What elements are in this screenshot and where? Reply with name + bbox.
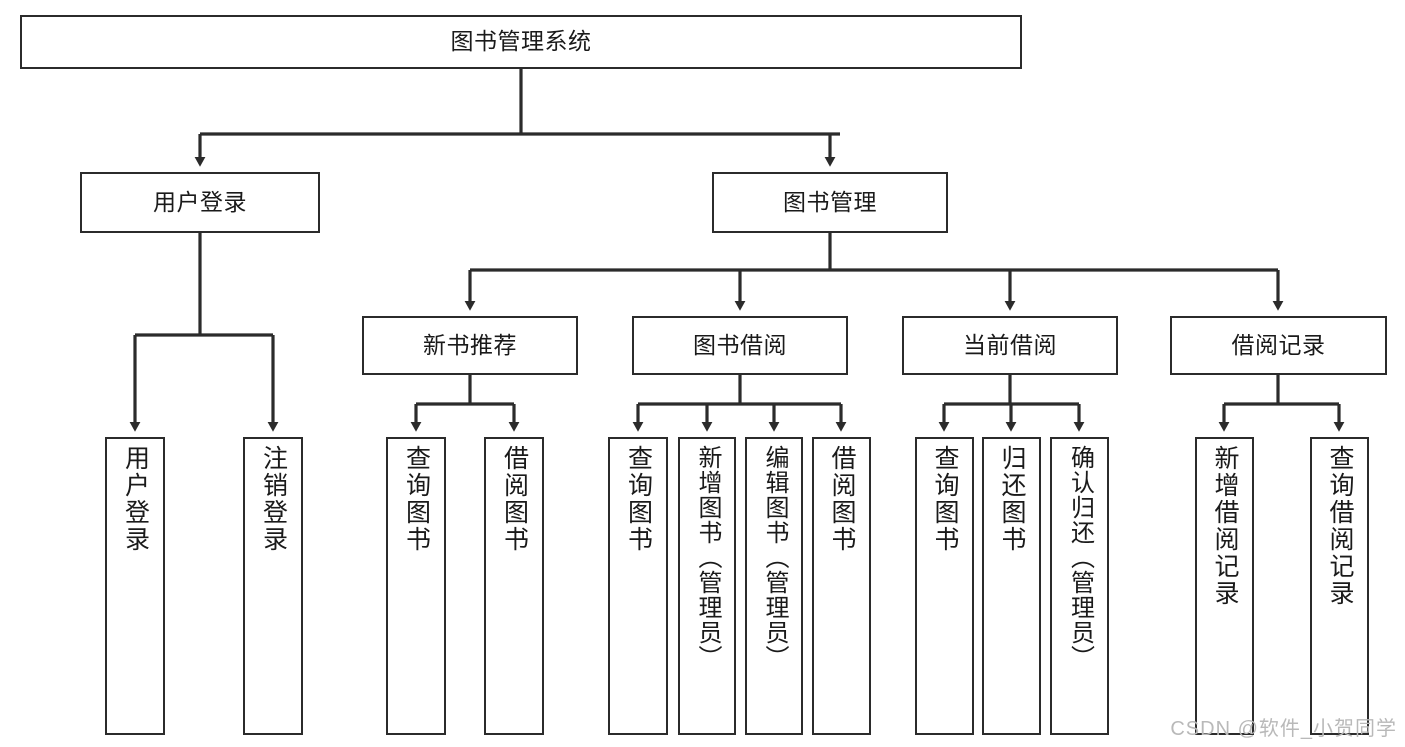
node-leaf-add-book[interactable]: 新增图书（管理员）: [678, 437, 736, 735]
node-leaf-user-login[interactable]: 用户登录: [105, 437, 165, 735]
node-root-label: 图书管理系统: [450, 28, 592, 55]
node-user-login[interactable]: 用户登录: [80, 172, 320, 233]
node-leaf-logout[interactable]: 注销登录: [243, 437, 303, 735]
node-borrow-record-label: 借阅记录: [1231, 331, 1326, 358]
node-borrow-record[interactable]: 借阅记录: [1170, 316, 1387, 375]
node-leaf-query-book-3-label: 查询图书: [931, 445, 959, 553]
node-leaf-query-book-2-label: 查询图书: [624, 445, 653, 553]
node-leaf-query-book-3[interactable]: 查询图书: [915, 437, 974, 735]
node-root[interactable]: 图书管理系统: [20, 15, 1022, 69]
node-leaf-user-login-label: 用户登录: [121, 445, 150, 553]
node-leaf-add-record-label: 新增借阅记录: [1211, 445, 1239, 607]
node-new-book-rec[interactable]: 新书推荐: [362, 316, 578, 375]
csdn-watermark: CSDN @软件_小贺同学: [1170, 718, 1397, 740]
node-leaf-edit-book-label: 编辑图书（管理员）: [761, 445, 788, 670]
node-current-borrow-label: 当前借阅: [963, 331, 1057, 358]
node-leaf-borrow-book-2-label: 借阅图书: [828, 445, 856, 553]
node-user-login-label: 用户登录: [153, 188, 247, 215]
node-leaf-return-book-label: 归还图书: [998, 445, 1026, 553]
node-leaf-query-book-1-label: 查询图书: [402, 445, 431, 553]
node-book-manage[interactable]: 图书管理: [712, 172, 948, 233]
node-leaf-confirm-return[interactable]: 确认归还（管理员）: [1050, 437, 1109, 735]
node-leaf-query-record-label: 查询借阅记录: [1326, 445, 1354, 607]
node-leaf-borrow-book-2[interactable]: 借阅图书: [812, 437, 871, 735]
node-leaf-return-book[interactable]: 归还图书: [982, 437, 1041, 735]
node-leaf-borrow-book-1-label: 借阅图书: [500, 445, 529, 553]
node-leaf-query-book-2[interactable]: 查询图书: [608, 437, 668, 735]
node-leaf-query-record[interactable]: 查询借阅记录: [1310, 437, 1369, 735]
node-leaf-confirm-return-label: 确认归还（管理员）: [1066, 445, 1094, 670]
node-leaf-add-record[interactable]: 新增借阅记录: [1195, 437, 1254, 735]
node-book-borrow-label: 图书借阅: [693, 331, 787, 358]
node-book-borrow[interactable]: 图书借阅: [632, 316, 848, 375]
node-leaf-logout-label: 注销登录: [259, 445, 288, 553]
node-leaf-add-book-label: 新增图书（管理员）: [694, 445, 721, 670]
node-leaf-query-book-1[interactable]: 查询图书: [386, 437, 446, 735]
node-leaf-edit-book[interactable]: 编辑图书（管理员）: [745, 437, 803, 735]
node-leaf-borrow-book-1[interactable]: 借阅图书: [484, 437, 544, 735]
node-new-book-rec-label: 新书推荐: [423, 331, 517, 358]
node-book-manage-label: 图书管理: [783, 188, 877, 215]
node-current-borrow[interactable]: 当前借阅: [902, 316, 1118, 375]
